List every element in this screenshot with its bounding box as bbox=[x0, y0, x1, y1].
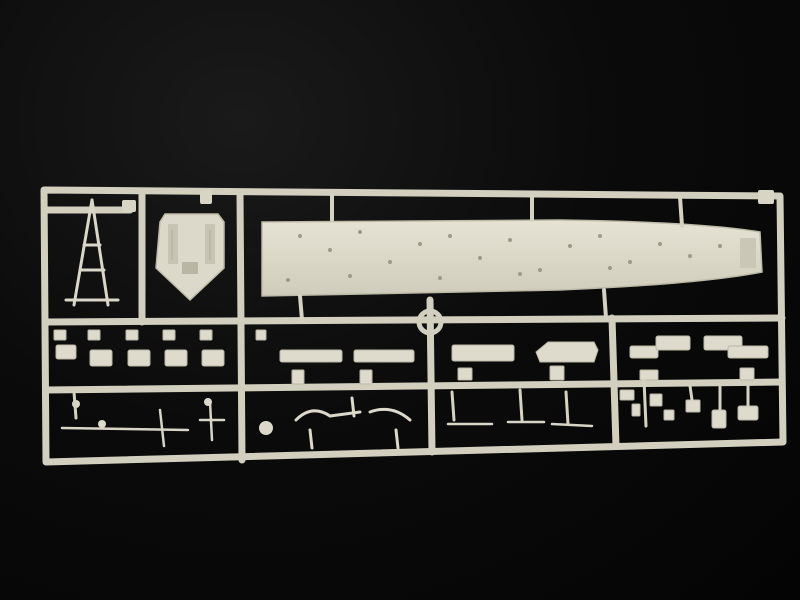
sprue-frame bbox=[40, 186, 787, 466]
bridge-part bbox=[155, 213, 225, 302]
fitting-gates bbox=[72, 378, 750, 428]
mast-part bbox=[64, 198, 120, 307]
part-gates bbox=[298, 192, 684, 322]
small-blocks-left bbox=[53, 329, 225, 367]
frame-tabs bbox=[122, 190, 774, 212]
fittings-right bbox=[619, 389, 759, 429]
sprue-junction bbox=[416, 308, 444, 336]
deck-part bbox=[261, 219, 763, 297]
blocks-right bbox=[629, 335, 769, 381]
bar-parts-middle bbox=[255, 329, 599, 385]
rod-parts bbox=[60, 400, 594, 448]
davit-parts bbox=[294, 396, 412, 450]
